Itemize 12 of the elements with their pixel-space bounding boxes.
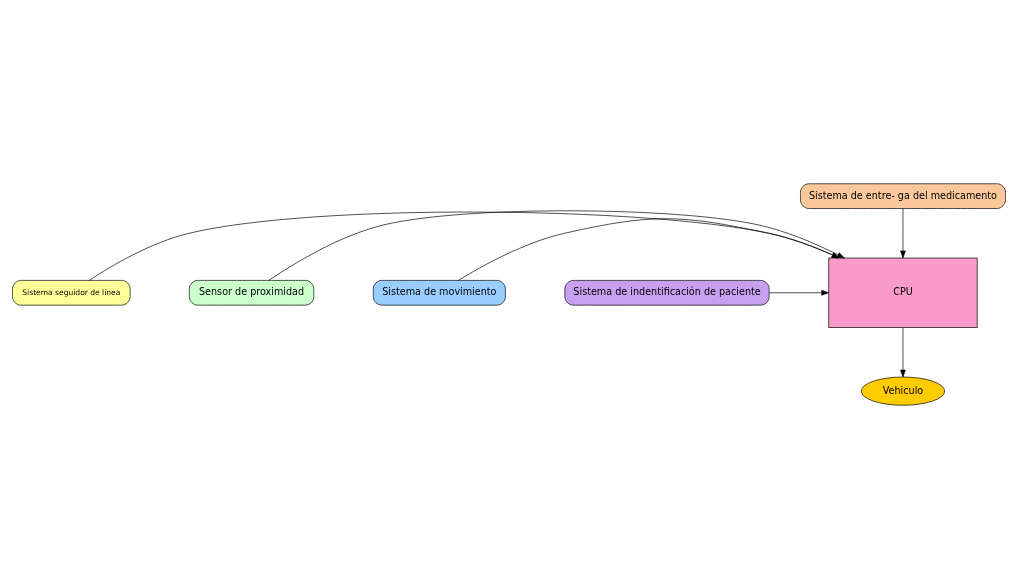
node-box: Sistema de entre- ga del medicamento <box>800 182 1006 209</box>
arrow <box>268 209 845 281</box>
node-box: Sistema de indentificación de paciente <box>564 279 770 305</box>
node-ellipse: Vehiculo <box>860 376 945 406</box>
arrow <box>769 289 829 296</box>
node-box: Sistema de movimiento <box>372 279 506 305</box>
node-box: Sensor de proximidad <box>188 279 315 305</box>
arrow <box>900 207 906 258</box>
arrow <box>900 326 906 377</box>
arrow <box>88 211 840 281</box>
arrow <box>458 217 840 281</box>
node-box: CPU <box>828 257 978 328</box>
